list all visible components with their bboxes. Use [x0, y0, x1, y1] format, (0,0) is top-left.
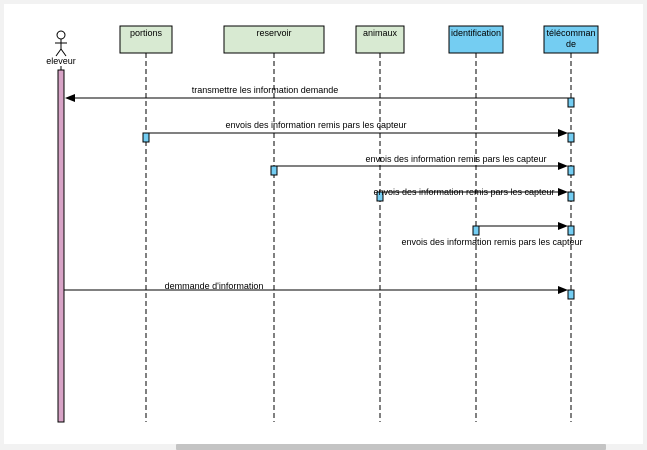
message-label: envois des information remis pars les ca…	[225, 120, 406, 130]
activation-bar	[270, 165, 278, 176]
message-1[interactable]: transmettre les information demande	[65, 85, 575, 108]
message-label: envois des information remis pars les ca…	[365, 154, 546, 164]
horizontal-scrollbar[interactable]	[0, 444, 647, 450]
activation-bar	[567, 165, 575, 176]
participant-animaux[interactable]: animaux	[355, 25, 405, 422]
actor-eleveur[interactable]: eleveur	[46, 30, 76, 66]
actor-right-leg	[60, 48, 67, 57]
actor-head-icon	[56, 30, 66, 40]
arrowhead-icon	[558, 286, 568, 294]
message-label: envois des information remis pars les ca…	[373, 187, 554, 197]
participant-reservoir[interactable]: reservoir	[223, 25, 325, 422]
activation-bar	[567, 191, 575, 202]
arrowhead-icon	[65, 94, 75, 102]
actor-label: eleveur	[46, 56, 76, 66]
participant-box	[543, 25, 599, 54]
participant-box	[223, 25, 325, 54]
activation-bar	[567, 289, 575, 300]
participant-label: animaux	[363, 28, 398, 38]
message-5[interactable]: envois des information remis pars les ca…	[401, 222, 583, 247]
participant-portions[interactable]: portions	[119, 25, 173, 422]
participant-box	[119, 25, 173, 54]
activation-bar	[376, 191, 384, 202]
participant-label: reservoir	[256, 28, 291, 38]
activation-bar	[567, 97, 575, 108]
activation-bar	[142, 132, 150, 143]
participant-label: identification	[451, 28, 501, 38]
arrowhead-icon	[558, 188, 568, 196]
arrowhead-icon	[558, 162, 568, 170]
message-label: transmettre les information demande	[192, 85, 339, 95]
participant-box	[355, 25, 405, 54]
activation-bar	[472, 225, 480, 236]
message-6[interactable]: demmande d'information	[64, 281, 575, 300]
activation-bar	[567, 225, 575, 236]
message-label: demmande d'information	[165, 281, 264, 291]
participant-box	[448, 25, 504, 54]
activation-bar	[567, 132, 575, 143]
horizontal-scrollbar-thumb[interactable]	[176, 444, 606, 450]
actor-activation-bar	[57, 69, 65, 423]
diagram-canvas: eleveur portions reservoir animaux identifi…	[4, 4, 643, 444]
message-2[interactable]: envois des information remis pars les ca…	[142, 120, 575, 143]
arrowhead-icon	[558, 222, 568, 230]
participant-label: portions	[130, 28, 163, 38]
sequence-diagram: eleveur portions reservoir animaux identifi…	[46, 25, 599, 423]
actor-left-leg	[55, 48, 62, 57]
arrowhead-icon	[558, 129, 568, 137]
message-label: envois des information remis pars les ca…	[401, 237, 582, 247]
message-3[interactable]: envois des information remis pars les ca…	[270, 154, 575, 176]
message-4[interactable]: envois des information remis pars les ca…	[373, 187, 575, 202]
participant-identification[interactable]: identification	[448, 25, 504, 422]
